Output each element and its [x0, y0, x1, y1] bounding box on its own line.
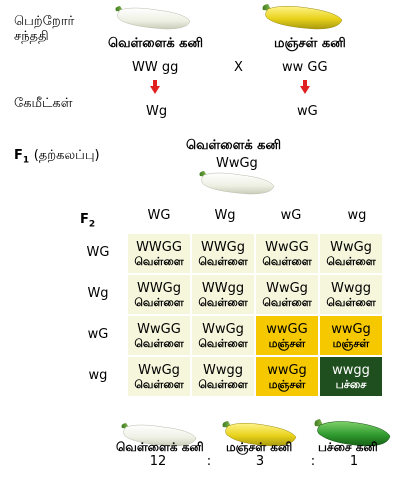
- cell-phenotype: வெள்ளை: [262, 254, 312, 268]
- cell-phenotype: வெள்ளை: [134, 295, 184, 309]
- down-arrow-icon: [300, 80, 310, 94]
- gametes-label: கேமீட்கள்: [14, 96, 73, 111]
- cell-phenotype: வெள்ளை: [198, 336, 248, 350]
- parent-left-gamete: Wg: [146, 104, 168, 119]
- cell-phenotype: வெள்ளை: [262, 295, 312, 309]
- ratio-value-green: 1: [349, 454, 359, 469]
- gamete-column-header: wG: [280, 208, 302, 223]
- cell-phenotype: வெள்ளை: [198, 377, 248, 391]
- ratio-label-yellow: மஞ்சள் கனி: [226, 440, 293, 454]
- cross-symbol: X: [234, 60, 243, 75]
- f1-genotype: WwGg: [216, 156, 258, 171]
- gamete-row-header: Wg: [87, 286, 109, 301]
- cell-phenotype: வெள்ளை: [134, 254, 184, 268]
- white-fruit-icon: [121, 423, 197, 447]
- cell-phenotype: வெள்ளை: [198, 295, 248, 309]
- cell-genotype: WWGg: [200, 239, 246, 255]
- gamete-column-header: Wg: [214, 208, 236, 223]
- ratio-value-white: 12: [149, 454, 167, 469]
- f1-label: F1 (தற்கலப்பு): [14, 148, 100, 166]
- cell-phenotype: மஞ்சள்: [332, 336, 370, 350]
- parent-left-genotype: WW gg: [132, 60, 179, 75]
- gamete-column-header: wg: [347, 208, 367, 223]
- green-fruit-icon: [314, 419, 391, 447]
- cell-phenotype: வெள்ளை: [326, 254, 376, 268]
- cell-genotype: WwGg: [202, 321, 244, 337]
- gamete-column-header: WG: [147, 208, 171, 223]
- cell-genotype: wwGg: [331, 321, 371, 337]
- cell-genotype: WWGg: [136, 280, 182, 296]
- cell-phenotype: மஞ்சள்: [268, 377, 306, 391]
- cell-genotype: WwGG: [137, 321, 181, 337]
- gamete-row-header: wG: [87, 327, 109, 342]
- cell-genotype: WwGg: [266, 280, 308, 296]
- parent-right-gamete: wG: [297, 104, 318, 119]
- cell-genotype: WWGG: [136, 239, 182, 255]
- parent-right-genotype: ww GG: [282, 60, 328, 75]
- white-fruit-icon: [115, 6, 191, 30]
- cell-genotype: wwgg: [332, 362, 370, 378]
- cell-genotype: WwGg: [330, 239, 372, 255]
- cell-genotype: WWgg: [201, 280, 245, 296]
- cell-phenotype: மஞ்சள்: [268, 336, 306, 350]
- f1-name: வெள்ளைக் கனி: [186, 138, 282, 153]
- parent-right-name: மஞ்சள் கனி: [274, 36, 346, 51]
- ratio-separator: :: [310, 454, 316, 469]
- cell-genotype: wwGg: [267, 362, 307, 378]
- cell-genotype: WwGg: [138, 362, 180, 378]
- f2-label: F2: [80, 212, 96, 230]
- cell-genotype: WwGG: [265, 239, 309, 255]
- ratio-label-white: வெள்ளைக் கனி: [116, 440, 204, 454]
- cell-genotype: Wwgg: [331, 280, 371, 296]
- yellow-fruit-icon: [262, 4, 343, 30]
- cell-phenotype: வெள்ளை: [198, 254, 248, 268]
- yellow-fruit-icon: [222, 421, 297, 447]
- cell-phenotype: பச்சை: [335, 377, 367, 391]
- parental-generation-label: பெற்றோர் சந்ததி: [14, 14, 75, 44]
- cell-phenotype: வெள்ளை: [134, 336, 184, 350]
- ratio-label-green: பச்சை கனி: [318, 440, 378, 454]
- cell-genotype: Wwgg: [203, 362, 243, 378]
- gamete-row-header: wg: [88, 368, 108, 383]
- gamete-row-header: WG: [86, 245, 110, 260]
- ratio-separator: :: [206, 454, 212, 469]
- cell-genotype: wwGG: [266, 321, 308, 337]
- white-fruit-icon: [199, 171, 275, 195]
- down-arrow-icon: [150, 80, 160, 94]
- cell-phenotype: வெள்ளை: [134, 377, 184, 391]
- ratio-value-yellow: 3: [255, 454, 265, 469]
- parent-left-name: வெள்ளைக் கனி: [108, 36, 204, 51]
- cell-phenotype: வெள்ளை: [326, 295, 376, 309]
